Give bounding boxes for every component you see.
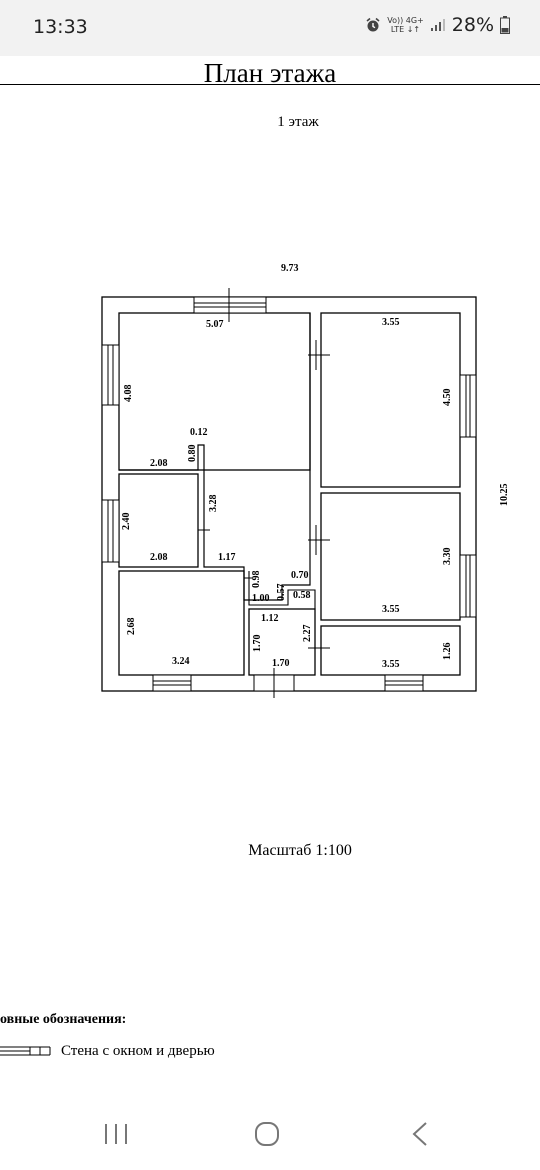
recent-apps-button[interactable]: [86, 1120, 146, 1160]
dim-170b: 1.70: [272, 658, 290, 669]
home-button[interactable]: [237, 1120, 297, 1160]
status-bar: 13:33 Vo)) 4G+ LTE ↓↑ 28%: [0, 0, 540, 56]
page-title: План этажа: [203, 58, 337, 88]
entrance-door: [253, 668, 295, 698]
back-icon: [412, 1122, 427, 1146]
dim-overall-height: 10.25: [499, 484, 510, 507]
window-top: [193, 296, 267, 314]
scale-label: Масштаб 1:100: [248, 842, 352, 859]
dim-057: 0.57: [276, 584, 287, 602]
dim-355a: 3.55: [382, 317, 400, 328]
window-left-1: [101, 344, 120, 406]
dim-240: 2.40: [121, 513, 132, 531]
window-right-2: [459, 554, 477, 618]
room-bottom-right: [320, 625, 461, 676]
dim-170a: 1.70: [252, 635, 263, 653]
network-label-top: Vo)) 4G+: [387, 16, 424, 25]
dim-450: 4.50: [442, 389, 453, 407]
legend-item: Стена с окном и дверью: [61, 1043, 215, 1059]
alarm-icon: [366, 17, 380, 32]
dim-268: 2.68: [126, 618, 137, 636]
room-small: [118, 473, 199, 568]
battery-percent: 28%: [451, 14, 494, 36]
back-button[interactable]: [390, 1120, 450, 1160]
dim-098: 0.98: [251, 571, 262, 589]
dim-117: 1.17: [218, 552, 236, 563]
room-living: [118, 312, 311, 471]
dim-328: 3.28: [208, 495, 219, 513]
dim-100: 1.00: [252, 593, 270, 604]
floor-plan-drawing: 9.73 10.25 5.07 4.08 0.12 0.80 2.08 3.28…: [0, 263, 510, 1056]
title-divider: [0, 84, 540, 85]
dim-126: 1.26: [442, 643, 453, 661]
signal-icon: [430, 19, 445, 31]
floor-label: 1 этаж: [277, 114, 319, 130]
dim-330: 3.30: [442, 548, 453, 566]
room-top-right: [320, 312, 461, 488]
dim-507: 5.07: [206, 319, 224, 330]
dim-080: 0.80: [187, 445, 198, 463]
legend-title: овные обозначения:: [0, 1012, 127, 1027]
status-time: 13:33: [33, 16, 88, 38]
window-bottom-1: [152, 674, 192, 692]
window-bottom-2: [384, 674, 424, 692]
dim-227: 2.27: [302, 625, 313, 643]
home-icon: [255, 1122, 279, 1146]
dim-112: 1.12: [261, 613, 279, 624]
dim-355c: 3.55: [382, 659, 400, 670]
dim-070: 0.70: [291, 570, 309, 581]
dim-408: 4.08: [123, 385, 134, 403]
door-marks: [198, 288, 330, 649]
legend-wall-symbol: [0, 1046, 51, 1056]
room-bottom-left: [118, 570, 245, 676]
status-icons: Vo)) 4G+ LTE ↓↑ 28%: [365, 14, 510, 36]
room-middle-right: [320, 492, 461, 621]
dim-355b: 3.55: [382, 604, 400, 615]
dim-208a: 2.08: [150, 458, 168, 469]
dim-324: 3.24: [172, 656, 190, 667]
recent-apps-icon: [105, 1124, 127, 1144]
window-right-1: [459, 374, 477, 438]
dim-012: 0.12: [190, 427, 208, 438]
document-viewer[interactable]: 9.73 10.25 5.07 4.08 0.12 0.80 2.08 3.28…: [0, 56, 540, 1120]
dim-overall-width: 9.73: [281, 263, 299, 274]
navigation-bar: [0, 1120, 540, 1170]
window-left-2: [101, 499, 120, 563]
network-label-bottom: LTE ↓↑: [390, 25, 421, 34]
dim-058: 0.58: [293, 590, 311, 601]
network-indicator: Vo)) 4G+ LTE ↓↑: [387, 16, 424, 34]
battery-icon: [500, 16, 510, 34]
dim-208b: 2.08: [150, 552, 168, 563]
